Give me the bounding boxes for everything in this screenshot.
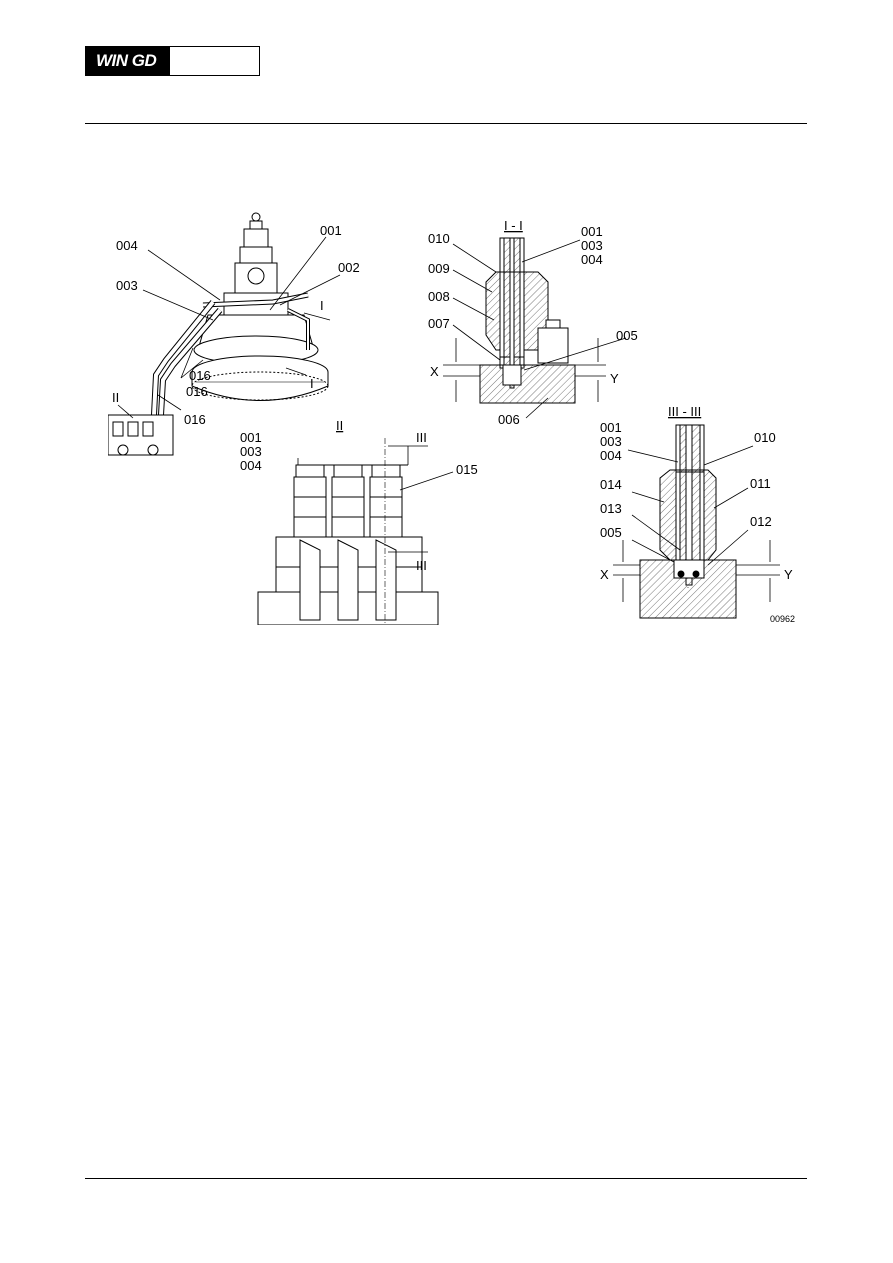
view-3d — [108, 212, 329, 456]
callout-001-3d: 001 — [320, 223, 342, 238]
callout-013-s3: 013 — [600, 501, 622, 516]
callout-016-c: 016 — [184, 412, 206, 427]
callout-016-b: 016 — [186, 384, 208, 399]
callout-004-s3: 004 — [600, 448, 622, 463]
view-ii-drawing — [257, 438, 439, 625]
section-i-drawing — [479, 237, 576, 404]
callout-x-s3: X — [600, 567, 609, 582]
callout-section-iii-bottom: III — [416, 558, 427, 573]
callout-010-s1: 010 — [428, 231, 450, 246]
callout-section-i-bottom: I — [310, 376, 314, 391]
callout-view-ii: II — [112, 390, 119, 405]
callout-001-s3: 001 — [600, 420, 622, 435]
callout-009-s1: 009 — [428, 261, 450, 276]
callout-001-v2: 001 — [240, 430, 262, 445]
callout-005-s3: 005 — [600, 525, 622, 540]
callout-002-3d: 002 — [338, 260, 360, 275]
callout-014-s3: 014 — [600, 477, 622, 492]
callout-y-s1: Y — [610, 371, 619, 386]
view-ii-leaders — [297, 445, 454, 553]
callout-001-s1: 001 — [581, 224, 603, 239]
logo-mark: WIN GD — [86, 47, 170, 75]
section-iii-leaders — [613, 445, 780, 602]
callout-004-s1: 004 — [581, 252, 603, 267]
callout-016-a: 016 — [189, 368, 211, 383]
callout-section-iii-top: III — [416, 430, 427, 445]
figure-id-code: 00962 — [770, 614, 795, 624]
header-rule — [85, 123, 807, 124]
callout-011-s3: 011 — [750, 476, 771, 491]
logo-text: WIN GD — [96, 51, 157, 70]
callout-003-s3: 003 — [600, 434, 622, 449]
technical-figure: 004 003 001 002 I I 016 016 016 II I - I — [108, 210, 808, 625]
view-ii-title: II — [336, 418, 343, 433]
callout-x-s1: X — [430, 364, 439, 379]
callout-003-s1: 003 — [581, 238, 603, 253]
callout-012-s3: 012 — [750, 514, 772, 529]
callout-010-s3: 010 — [754, 430, 776, 445]
figure-drawing: 004 003 001 002 I I 016 016 016 II I - I — [108, 212, 795, 625]
section-i-leaders — [443, 239, 627, 419]
section-iii-drawing — [639, 424, 737, 619]
callout-y-s3: Y — [784, 567, 793, 582]
view-3d-leaders — [117, 236, 341, 419]
section-iii-title: III - III — [668, 404, 701, 419]
callout-003-3d: 003 — [116, 278, 138, 293]
callout-003-v2: 003 — [240, 444, 262, 459]
callout-section-i-top: I — [320, 298, 324, 313]
callout-005-s1: 005 — [616, 328, 638, 343]
callout-004-3d: 004 — [116, 238, 138, 253]
footer-rule — [85, 1178, 807, 1179]
callout-006-s1: 006 — [498, 412, 520, 427]
callout-004-v2: 004 — [240, 458, 262, 473]
brand-logo: WIN GD — [85, 46, 260, 76]
callout-015-v2: 015 — [456, 462, 478, 477]
section-i-title: I - I — [504, 218, 523, 233]
callout-008-s1: 008 — [428, 289, 450, 304]
callout-007-s1: 007 — [428, 316, 450, 331]
